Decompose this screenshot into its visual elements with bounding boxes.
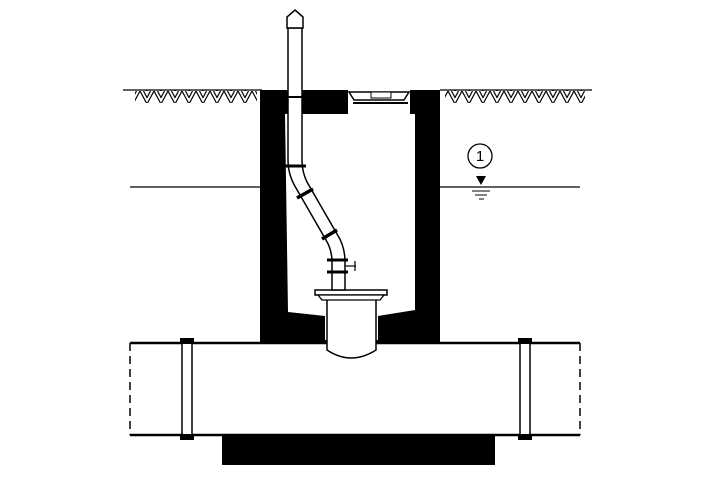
pipe-coupling-right	[518, 338, 532, 440]
soil-hatching-right	[445, 90, 585, 103]
inspection-socket	[314, 289, 388, 359]
water-level-triangle-icon	[476, 176, 486, 185]
pipe-coupling-left	[180, 338, 194, 440]
callout-label: 1	[476, 148, 484, 165]
vent-cap	[286, 9, 304, 29]
callout-circle	[467, 143, 493, 169]
pipe-clamp	[296, 187, 314, 200]
soil-hatching-left	[135, 90, 257, 103]
pipe-clamp	[321, 228, 338, 241]
groundwater-callout: 1	[467, 143, 493, 200]
vent-pipe	[285, 9, 356, 291]
manhole-shaft	[260, 90, 440, 348]
ground-surface	[123, 89, 592, 103]
concrete-bedding	[222, 432, 495, 465]
